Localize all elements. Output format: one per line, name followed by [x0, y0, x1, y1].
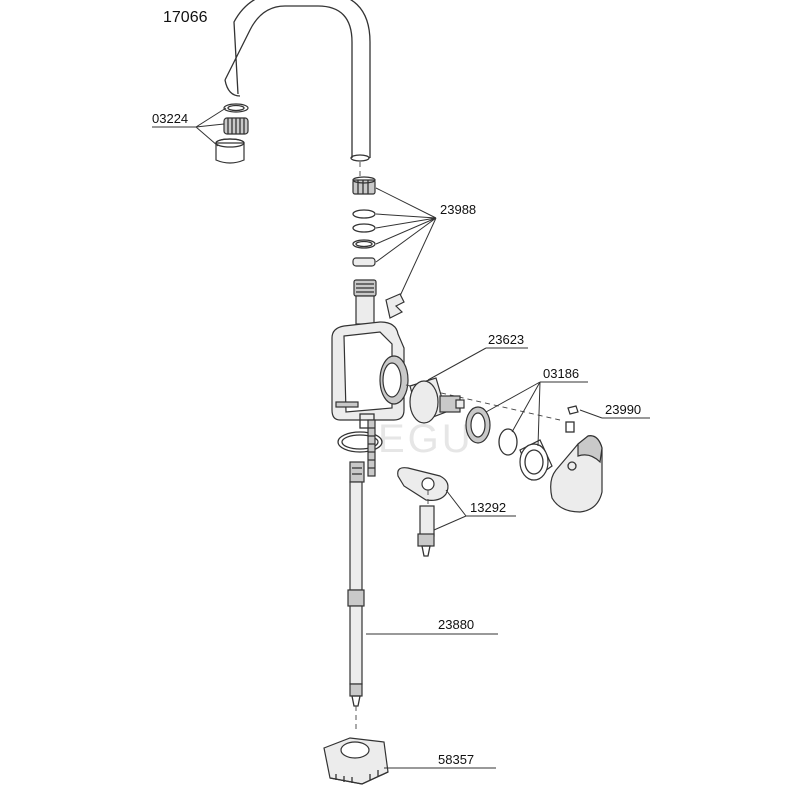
retaining-clip [385, 293, 405, 319]
cartridge-part [409, 377, 465, 424]
spout-tube [224, 0, 371, 178]
aerator-assembly [215, 103, 249, 164]
handle-part [550, 405, 603, 513]
part-label-cartridge: 23623 [488, 332, 524, 347]
threaded-nipple [353, 279, 377, 325]
base-bracket-callout: 58357 [384, 752, 496, 769]
mounting-clamp-part [397, 467, 449, 557]
mounting-clamp-callout: 13292 [433, 489, 516, 531]
part-label-aerator: 03224 [152, 111, 188, 126]
threaded-rod [367, 419, 376, 477]
cartridge-callout: 23623 [427, 332, 528, 381]
model-number: 17066 [163, 9, 208, 26]
watermark-text: EGU [378, 417, 474, 461]
part-label-flex-hose: 23880 [438, 617, 474, 632]
part-label-swivel-seals: 23988 [440, 202, 476, 217]
faucet-body [331, 321, 409, 429]
part-label-handle: 23990 [605, 402, 641, 417]
flex-hose-part [347, 461, 365, 707]
swivel-seals-stack [352, 176, 376, 267]
part-label-base-bracket: 58357 [438, 752, 474, 767]
cartridge-nut-part [465, 406, 553, 481]
flex-hose-callout: 23880 [366, 617, 498, 635]
cartridge-nut-callout: 03186 [485, 366, 588, 447]
base-bracket-part [323, 737, 389, 785]
part-label-cartridge-nut: 03186 [543, 366, 579, 381]
handle-callout: 23990 [579, 402, 650, 419]
swivel-seals-callout: 23988 [375, 187, 476, 297]
part-label-mounting-clamp: 13292 [470, 500, 506, 515]
aerator-callout: 03224 [152, 107, 227, 147]
base-o-ring [337, 431, 383, 453]
base-o-ring-inner [341, 434, 379, 450]
